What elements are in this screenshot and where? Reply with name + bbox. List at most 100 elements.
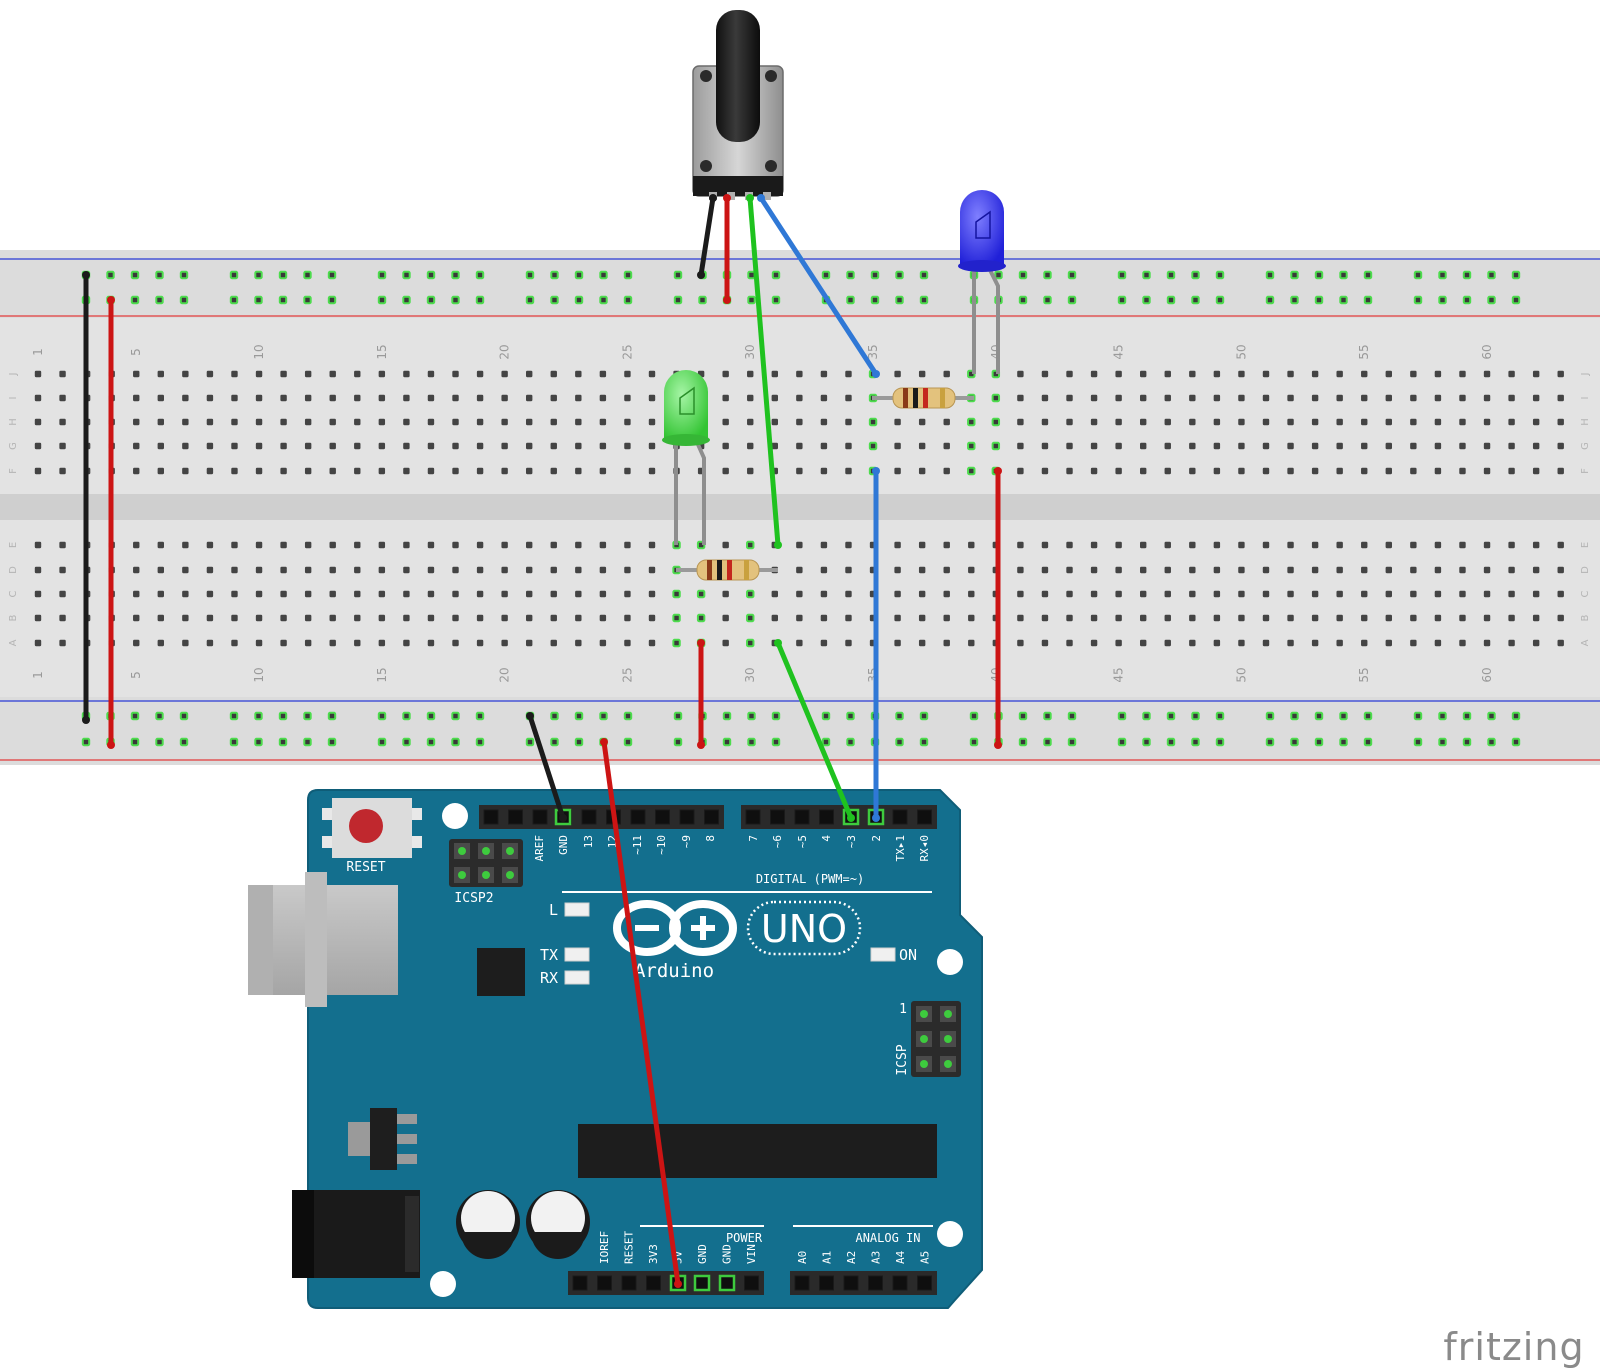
- header-pin[interactable]: [679, 809, 695, 825]
- power-rail-hole[interactable]: [1191, 737, 1200, 747]
- breadboard-hole[interactable]: [34, 541, 42, 549]
- breadboard-hole[interactable]: [943, 590, 950, 598]
- breadboard-hole[interactable]: [231, 541, 238, 549]
- power-rail-hole[interactable]: [771, 270, 781, 280]
- power-rail-hole[interactable]: [278, 270, 288, 280]
- breadboard-hole[interactable]: [1557, 541, 1564, 549]
- power-rail-hole[interactable]: [1339, 737, 1348, 747]
- breadboard-hole[interactable]: [1287, 418, 1294, 426]
- breadboard-hole[interactable]: [231, 467, 238, 475]
- breadboard-hole[interactable]: [575, 467, 582, 475]
- breadboard-hole[interactable]: [1361, 394, 1368, 402]
- breadboard-hole[interactable]: [1557, 566, 1564, 574]
- breadboard-hole[interactable]: [968, 541, 975, 549]
- breadboard-hole[interactable]: [354, 566, 361, 574]
- power-rail-hole[interactable]: [155, 270, 164, 280]
- breadboard-hole[interactable]: [550, 370, 557, 378]
- power-rail-hole[interactable]: [179, 295, 189, 305]
- breadboard-hole[interactable]: [1410, 418, 1417, 426]
- power-rail-hole[interactable]: [451, 270, 460, 280]
- header-pin[interactable]: [917, 809, 932, 825]
- breadboard-hole[interactable]: [1189, 418, 1196, 426]
- breadboard-hole[interactable]: [501, 418, 508, 426]
- breadboard-hole[interactable]: [1262, 541, 1270, 549]
- header-pin[interactable]: [655, 809, 670, 825]
- breadboard-hole[interactable]: [280, 467, 287, 475]
- breadboard-hole[interactable]: [1262, 590, 1270, 598]
- breadboard-hole[interactable]: [182, 541, 189, 549]
- power-rail-hole[interactable]: [994, 270, 1003, 280]
- header-pin[interactable]: [572, 1275, 588, 1291]
- breadboard-hole[interactable]: [1532, 590, 1540, 598]
- breadboard-hole[interactable]: [206, 541, 214, 549]
- breadboard-hole[interactable]: [1434, 566, 1442, 574]
- breadboard-hole[interactable]: [918, 370, 926, 378]
- breadboard-hole[interactable]: [599, 442, 607, 450]
- breadboard-hole[interactable]: [1115, 394, 1122, 402]
- breadboard-hole[interactable]: [452, 394, 459, 402]
- wire-green-pin3[interactable]: [775, 642, 854, 819]
- power-rail-hole[interactable]: [1067, 295, 1077, 305]
- breadboard-hole[interactable]: [1459, 370, 1466, 378]
- power-rail-hole[interactable]: [919, 270, 929, 280]
- breadboard-hole[interactable]: [1189, 639, 1196, 647]
- power-rail-hole[interactable]: [1215, 295, 1225, 305]
- breadboard-hole[interactable]: [1041, 370, 1049, 378]
- breadboard-hole[interactable]: [1238, 639, 1245, 647]
- breadboard-hole[interactable]: [427, 394, 435, 402]
- breadboard-hole[interactable]: [1238, 590, 1245, 598]
- breadboard-hole[interactable]: [206, 394, 214, 402]
- breadboard-hole[interactable]: [722, 590, 729, 598]
- breadboard-hole[interactable]: [1385, 566, 1392, 574]
- breadboard-hole[interactable]: [304, 370, 312, 378]
- breadboard-hole[interactable]: [255, 541, 263, 549]
- breadboard-hole[interactable]: [452, 442, 459, 450]
- breadboard-hole[interactable]: [403, 541, 410, 549]
- power-rail-hole[interactable]: [402, 711, 411, 721]
- breadboard-hole[interactable]: [304, 467, 312, 475]
- breadboard-hole[interactable]: [427, 541, 435, 549]
- breadboard-hole[interactable]: [182, 394, 189, 402]
- breadboard-hole[interactable]: [157, 590, 164, 598]
- breadboard-hole[interactable]: [280, 541, 287, 549]
- breadboard-hole[interactable]: [722, 394, 729, 402]
- breadboard-hole[interactable]: [943, 370, 950, 378]
- power-rail-hole[interactable]: [1191, 711, 1200, 721]
- breadboard-hole[interactable]: [1090, 442, 1098, 450]
- breadboard-hole[interactable]: [34, 442, 42, 450]
- breadboard-hole[interactable]: [575, 639, 582, 647]
- breadboard-hole[interactable]: [746, 613, 755, 623]
- power-rail-hole[interactable]: [1462, 737, 1472, 747]
- breadboard-hole[interactable]: [59, 418, 66, 426]
- power-rail-hole[interactable]: [1438, 270, 1447, 280]
- breadboard-hole[interactable]: [378, 566, 386, 574]
- breadboard-hole[interactable]: [1287, 639, 1294, 647]
- power-rail-hole[interactable]: [475, 737, 485, 747]
- breadboard-hole[interactable]: [845, 614, 852, 622]
- power-rail-hole[interactable]: [130, 270, 140, 280]
- breadboard-hole[interactable]: [918, 614, 926, 622]
- breadboard-hole[interactable]: [1262, 370, 1270, 378]
- breadboard-hole[interactable]: [1336, 614, 1343, 622]
- breadboard-hole[interactable]: [796, 541, 803, 549]
- breadboard-hole[interactable]: [231, 442, 238, 450]
- power-rail-hole[interactable]: [673, 270, 683, 280]
- breadboard-hole[interactable]: [624, 418, 631, 426]
- breadboard-hole[interactable]: [304, 614, 312, 622]
- power-rail-hole[interactable]: [451, 737, 460, 747]
- power-rail-hole[interactable]: [1018, 737, 1028, 747]
- breadboard-hole[interactable]: [1385, 418, 1392, 426]
- breadboard-hole[interactable]: [206, 467, 214, 475]
- breadboard-hole[interactable]: [59, 614, 66, 622]
- breadboard-hole[interactable]: [1410, 370, 1417, 378]
- breadboard-hole[interactable]: [182, 370, 189, 378]
- breadboard-hole[interactable]: [1410, 614, 1417, 622]
- breadboard-hole[interactable]: [550, 418, 557, 426]
- breadboard-hole[interactable]: [820, 590, 828, 598]
- breadboard-hole[interactable]: [1115, 566, 1122, 574]
- power-rail-hole[interactable]: [1363, 295, 1373, 305]
- breadboard-hole[interactable]: [599, 370, 607, 378]
- breadboard-hole[interactable]: [1459, 541, 1466, 549]
- power-rail-hole[interactable]: [1462, 270, 1472, 280]
- breadboard-hole[interactable]: [894, 442, 901, 450]
